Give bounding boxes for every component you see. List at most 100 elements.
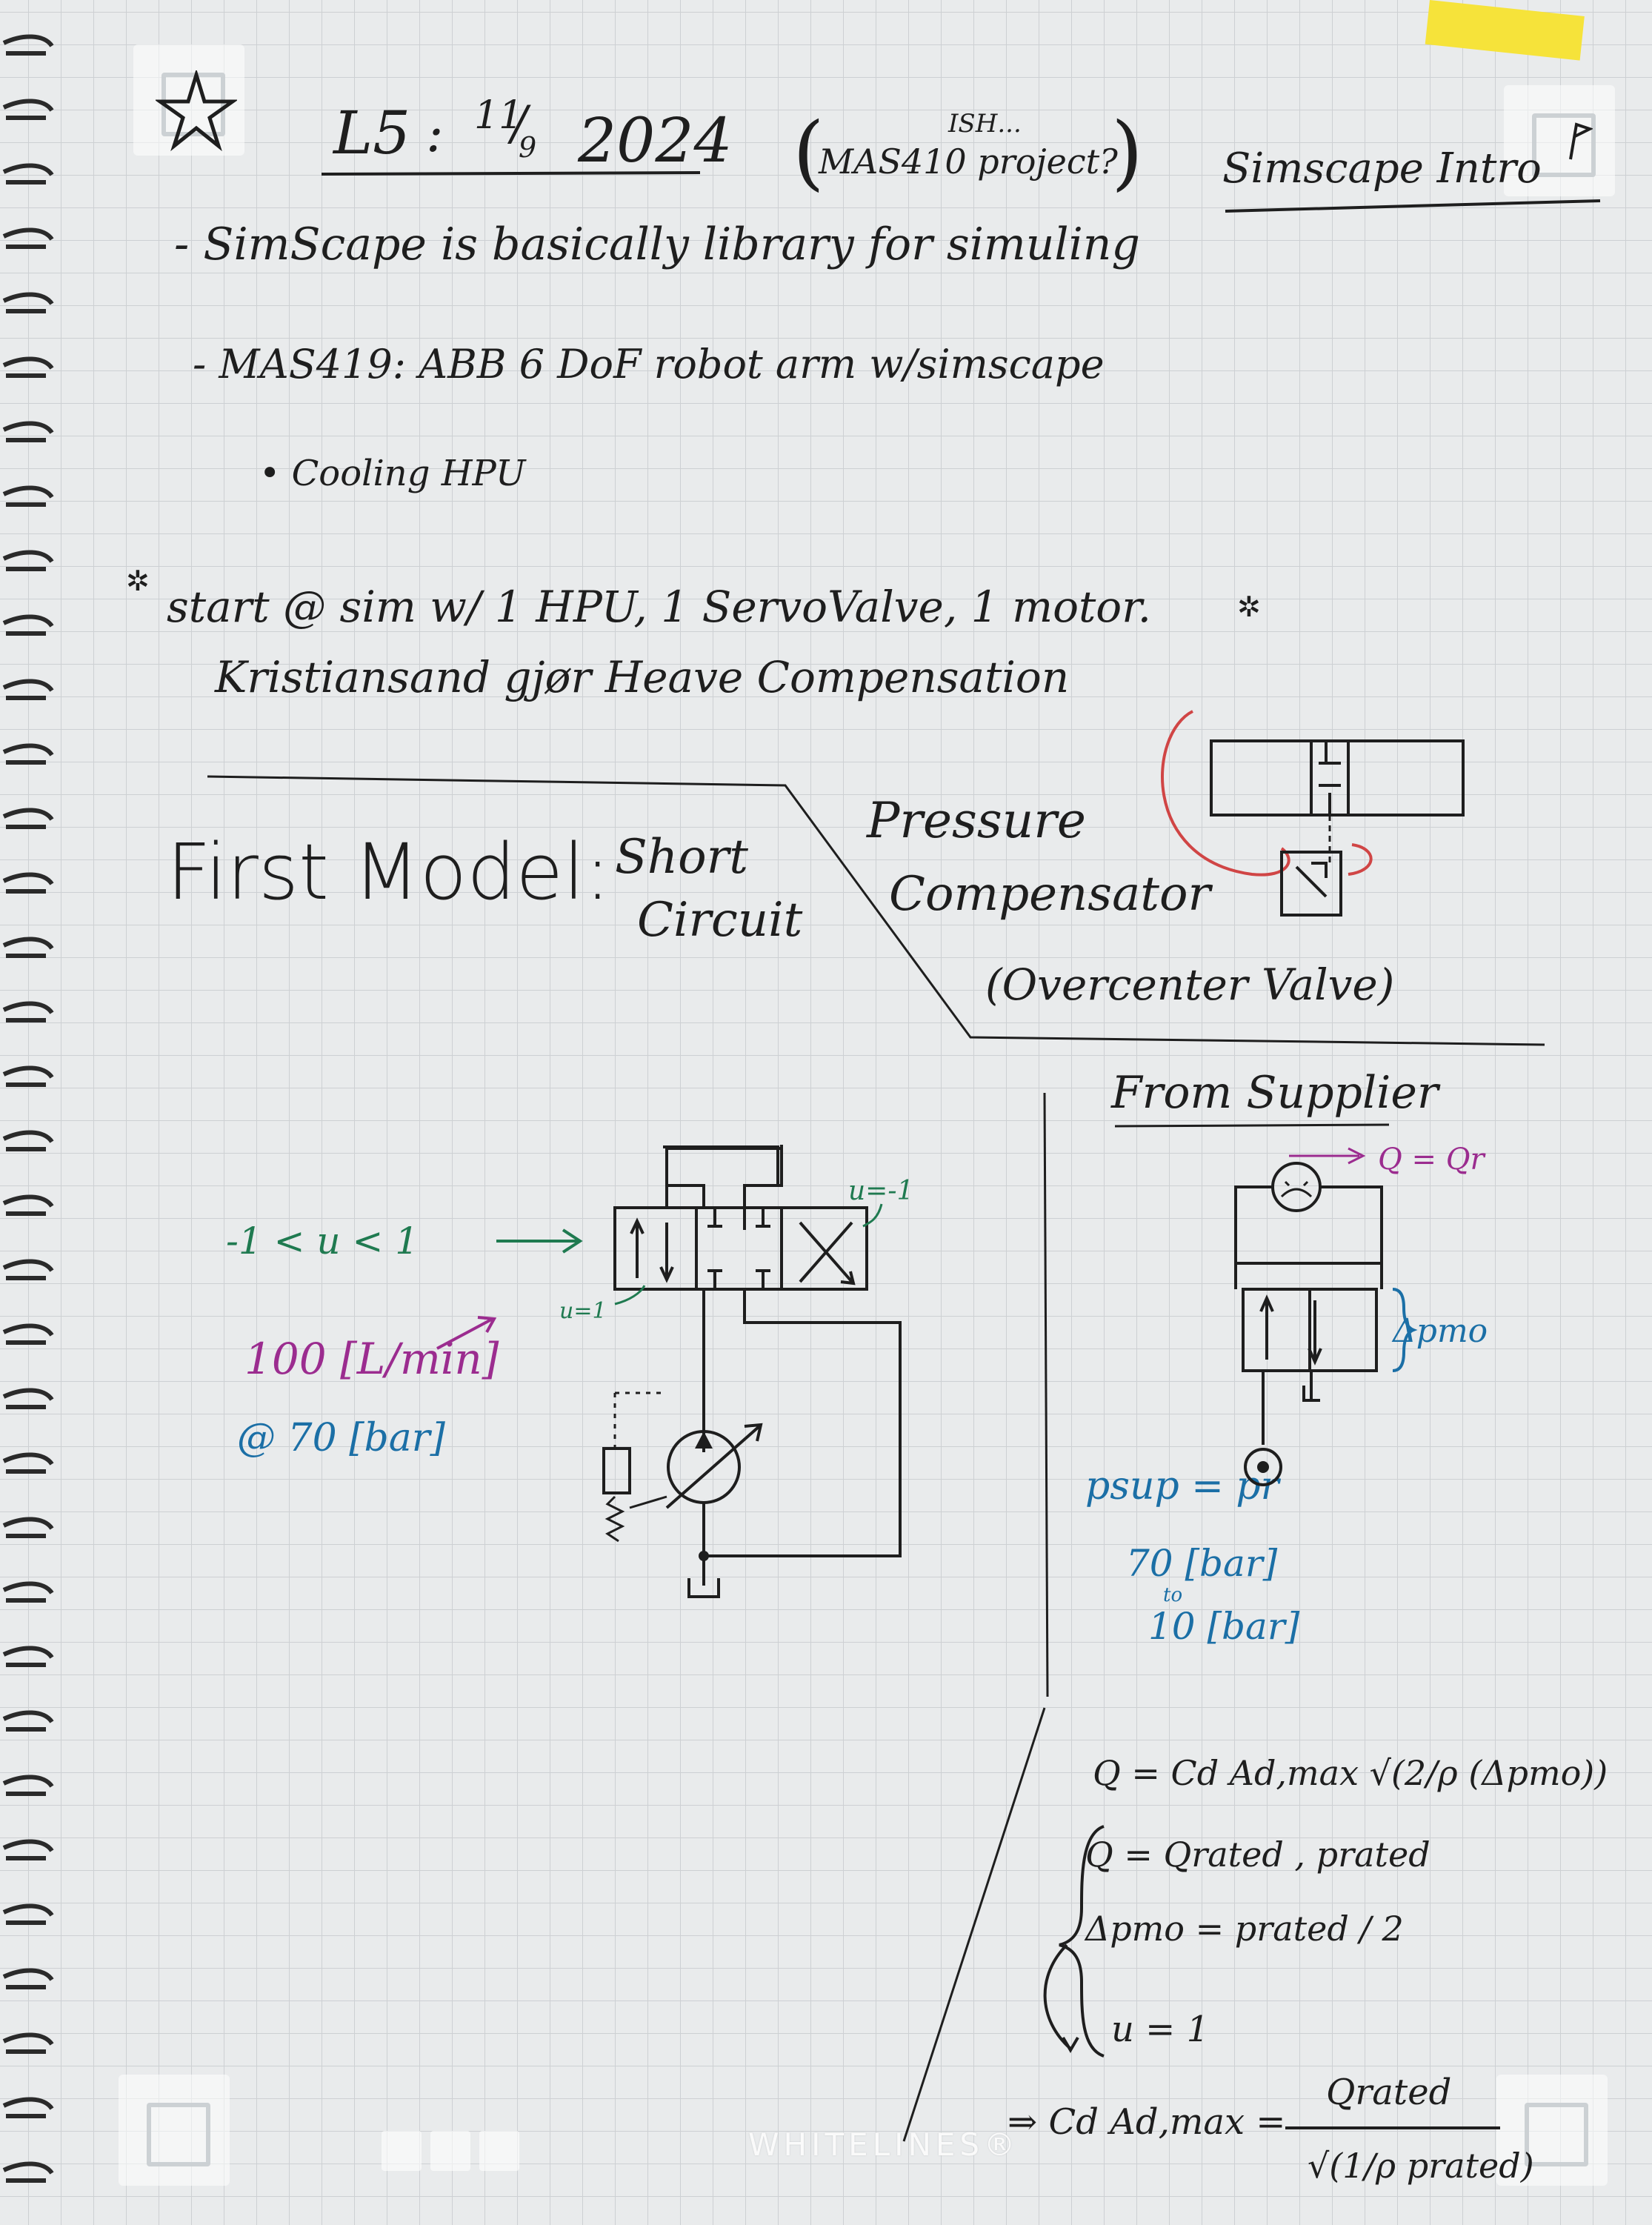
flow-label: 100 [L/min] — [244, 1334, 499, 1384]
psup-value-2: 10 [bar] — [1148, 1605, 1300, 1648]
app-icons-strip — [382, 2131, 530, 2172]
u-range-label: -1 < u < 1 — [226, 1220, 419, 1263]
dropbox-icon — [479, 2131, 519, 2171]
aside-2: Compensator — [889, 867, 1211, 922]
star-icon — [156, 70, 237, 152]
spiral-ring — [2, 1903, 54, 1925]
spiral-ring — [2, 1388, 54, 1409]
section-divider — [207, 775, 1545, 1046]
corner-marker-top-right — [1504, 85, 1615, 196]
equation-1: Q = Cd Ad,max √(2/ρ (Δpmo)) — [1093, 1753, 1608, 1793]
condition-1: Q = Qrated , prated — [1085, 1835, 1430, 1875]
spiral-ring — [2, 1130, 54, 1151]
corner-marker-bottom-left — [119, 2075, 230, 2186]
spiral-binding — [2, 34, 54, 2183]
course-paren: MAS410 project? — [819, 142, 1118, 182]
topic-underline — [1225, 199, 1601, 213]
spiral-ring — [2, 1517, 54, 1538]
section-subtitle-1: Short — [615, 830, 748, 885]
spiral-ring — [2, 356, 54, 378]
spiral-ring — [2, 1065, 54, 1087]
brand-watermark: WHITELINES® — [748, 2126, 1020, 2163]
brace-icon — [1043, 1825, 1105, 2058]
aside-1: Pressure — [867, 792, 1086, 849]
spiral-ring — [2, 743, 54, 765]
spiral-ring — [2, 1194, 54, 1216]
note-1: - SimScape is basically library for simu… — [174, 219, 1140, 270]
highlight-line-1: start @ sim w/ 1 HPU, 1 ServoValve, 1 mo… — [167, 582, 1152, 632]
condition-3: u = 1 — [1111, 2009, 1210, 2050]
spiral-ring — [2, 163, 54, 184]
result-lhs: ⇒ Cd Ad,max = — [1007, 2101, 1286, 2143]
supplier-circuit — [1234, 1147, 1418, 1486]
servo-valve-circuit — [602, 1145, 902, 1598]
overcenter-valve-sketch — [1161, 710, 1465, 917]
result-denominator: √(1/ρ prated) — [1308, 2146, 1534, 2186]
spiral-ring — [2, 1968, 54, 1989]
course-note: ISH... — [948, 109, 1022, 139]
spiral-ring — [2, 1001, 54, 1022]
date-slash: / — [511, 96, 527, 151]
fraction-bar — [1285, 2126, 1500, 2129]
note-3: • Cooling HPU — [259, 453, 526, 494]
date-year: 2024 — [578, 106, 733, 176]
lecture-label: L5 — [333, 99, 411, 167]
spiral-ring — [2, 614, 54, 636]
spiral-ring — [2, 1259, 54, 1280]
spiral-ring — [2, 292, 54, 313]
section-title: First Model: — [167, 827, 611, 917]
spiral-ring — [2, 421, 54, 442]
spiral-ring — [2, 872, 54, 894]
q-label: Q = Qr — [1378, 1143, 1485, 1177]
column-divider — [1043, 1092, 1049, 1697]
section-subtitle-2: Circuit — [637, 893, 803, 948]
sticky-note — [1425, 0, 1585, 61]
spiral-ring — [2, 808, 54, 829]
topic-title: Simscape Intro — [1222, 144, 1542, 193]
supplier-heading: From Supplier — [1111, 1067, 1439, 1119]
psup-value-1: 70 [bar] — [1126, 1542, 1278, 1585]
colon-mark: : — [426, 103, 444, 164]
spiral-ring — [2, 2161, 54, 2183]
paren-close: ) — [1111, 104, 1143, 199]
equation-divider — [902, 1707, 1046, 2142]
asterisk-icon-right: ✲ — [1237, 591, 1261, 623]
mail-icon — [382, 2131, 422, 2171]
note-2: - MAS419: ABB 6 DoF robot arm w/simscape — [193, 341, 1105, 388]
spiral-ring — [2, 1775, 54, 1796]
arrow-icon — [496, 1228, 583, 1254]
spiral-ring — [2, 1710, 54, 1732]
spiral-ring — [2, 2097, 54, 2118]
spiral-ring — [2, 2032, 54, 2054]
spiral-ring — [2, 34, 54, 56]
pressure-label: @ 70 [bar] — [237, 1416, 445, 1460]
asterisk-icon: ✲ — [126, 565, 150, 597]
evernote-icon — [430, 2131, 470, 2171]
dp-label: Δpmo — [1393, 1312, 1488, 1350]
spiral-ring — [2, 227, 54, 249]
spiral-ring — [2, 679, 54, 700]
spiral-ring — [2, 1452, 54, 1474]
spiral-ring — [2, 1323, 54, 1345]
condition-2: Δpmo = prated / 2 — [1085, 1909, 1404, 1949]
paren-open: ( — [793, 104, 825, 199]
spiral-ring — [2, 1581, 54, 1603]
spiral-ring — [2, 1646, 54, 1667]
result-numerator: Qrated — [1326, 2072, 1452, 2113]
header-underline — [321, 171, 701, 176]
date-month: 9 — [519, 131, 537, 164]
date-day: 11 — [474, 93, 524, 138]
u-neg-label: u=-1 — [848, 1176, 914, 1206]
highlight-line-2: Kristiansand gjør Heave Compensation — [215, 652, 1070, 702]
supplier-underline — [1114, 1123, 1390, 1128]
aside-3: (Overcenter Valve) — [985, 959, 1395, 1010]
flag-icon — [1569, 122, 1593, 160]
spiral-ring — [2, 1839, 54, 1860]
spiral-ring — [2, 485, 54, 507]
corner-marker-bottom-right — [1496, 2075, 1608, 2186]
spiral-ring — [2, 550, 54, 571]
spiral-ring — [2, 937, 54, 958]
u-pos-label: u=1 — [559, 1298, 607, 1324]
arrow-icon-flow — [436, 1316, 497, 1350]
